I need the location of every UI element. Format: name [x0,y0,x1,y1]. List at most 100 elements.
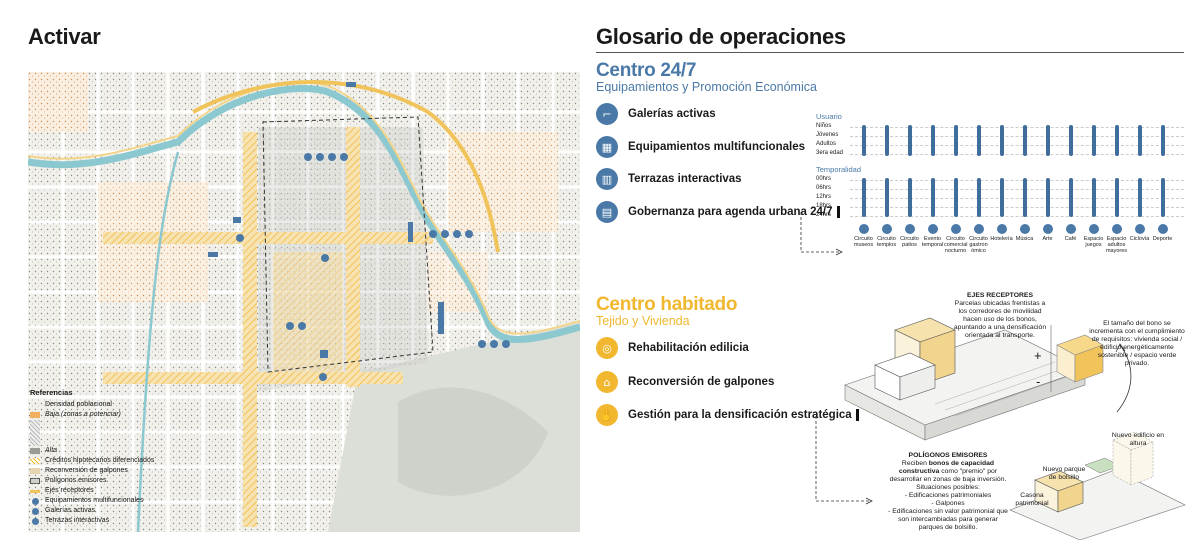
matrix-row-label: 18hrs [816,203,832,209]
matrix-row-label: Niños [816,123,832,129]
op-gobernanza[interactable]: ▤ Gobernanza para agenda urbana 24/7 [596,201,840,223]
column-icon [927,224,938,234]
matrix-gridline [850,154,1184,155]
matrix-column-label: Evento temporal [921,236,944,249]
section-subtitle-centro247: Equipamientos y Promoción Económica [596,80,817,94]
matrix-column-label: Arte [1042,236,1053,242]
op-label: Gobernanza para agenda urbana 24/7 [628,206,833,218]
matrix-bar-usuario [1160,125,1165,156]
matrix-bar-usuario [1068,125,1073,156]
label-casona: Casona patrimonial [1015,492,1049,508]
op-galpones[interactable]: ⌂ Reconversión de galpones [596,371,774,393]
building-icon: ▦ [596,136,618,158]
matrix-gridline [850,207,1184,208]
matrix-column-label: Circuito museos [853,236,874,249]
label-nuevo-parque: Nuevo parque de bolsillo [1042,466,1086,482]
poligonos-title: POLÍGONOS EMISORES [908,452,988,459]
matrix-bar-usuario [976,125,981,156]
matrix-column-label: Espacio adultos mayores [1105,236,1128,255]
matrix-bar-temporal [1160,178,1165,217]
matrix-row-label: Adultos [816,141,837,147]
matrix-bar-temporal [976,178,981,217]
column-icon [858,224,869,234]
map-legend: Referencias Densidad poblacional Baja (z… [30,388,180,526]
legend-item: Créditos hipotecarios diferenciados [45,456,155,464]
matrix-gridline [850,216,1184,217]
matrix-bar-usuario [1114,125,1119,156]
matrix-column-label: Café [1064,236,1077,242]
column-icon [1134,224,1145,234]
terrace-icon: ▥ [596,168,618,190]
glossary-title: Glosario de operaciones [596,24,846,49]
matrix-bar-temporal [999,178,1004,217]
poligonos-text: Reciben [901,460,927,468]
plus-sign: + [1034,348,1042,363]
ejes-receptores-note: EJES RECEPTORES Parcelas ubicadas frenti… [950,292,1050,340]
matrix-bar-temporal [861,178,866,217]
legend-item: Terrazas interactivas [45,516,110,524]
column-icon [1042,224,1053,234]
op-label: Reconversión de galpones [628,376,775,388]
matrix-bar-temporal [1022,178,1027,217]
matrix-bar-usuario [884,125,889,156]
rehab-icon: ◎ [596,337,618,359]
section-title-habitado: Centro habitado [596,294,738,315]
matrix-bar-temporal [1068,178,1073,217]
op-label: Rehabilitación edilicia [628,342,749,354]
legend-item: Equipamientos multifuncionales [45,496,144,504]
matrix-row-label: 00hrs [816,176,832,182]
label-nuevo-edificio: Nuevo edificio en altura [1111,432,1165,448]
op-galerias[interactable]: ⌐ Galerías activas [596,103,716,125]
matrix-bar-usuario [907,125,912,156]
matrix-bar-temporal [884,178,889,217]
legend-item: Densidad poblacional [45,400,112,408]
connector-line [800,212,843,256]
connector-line-2 [815,416,873,505]
matrix-bar-usuario [1091,125,1096,156]
matrix-column-label: Circuito comercial nocturno [944,236,968,255]
column-icon [996,224,1007,234]
city-map[interactable] [28,72,580,532]
legend-title: Referencias [30,388,73,397]
matrix-bar-usuario [1022,125,1027,156]
matrix-column-label: Música [1015,236,1034,242]
matrix-column-label: Circuito patios [900,236,919,249]
map-graphic [28,72,580,532]
column-icon [950,224,961,234]
ejes-title: EJES RECEPTORES [967,292,1033,299]
section-title-centro247: Centro 24/7 [596,60,697,81]
poligonos-text-2: como "premio" por desarrollar en zonas d… [889,468,1007,492]
column-icon [973,224,984,234]
matrix-bar-usuario [999,125,1004,156]
gallery-icon: ⌐ [596,103,618,125]
op-rehabilitacion[interactable]: ◎ Rehabilitación edilicia [596,337,749,359]
matrix-bar-usuario [1137,125,1142,156]
pointer-marker [855,409,859,421]
matrix-row-label: 06hrs [816,185,832,191]
op-equipamientos[interactable]: ▦ Equipamientos multifuncionales [596,136,805,158]
op-densificacion[interactable]: ✋ Gestión para la densificación estratég… [596,404,859,426]
matrix-row-label: 12hrs [816,194,832,200]
warehouse-icon: ⌂ [596,371,618,393]
matrix-bar-usuario [1045,125,1050,156]
bono-note: El tamaño del bono se incrementa con el … [1089,320,1185,368]
op-label: Terrazas interactivas [628,173,742,185]
op-label: Galerías activas [628,108,716,120]
matrix-column-label: Ciclovía [1129,236,1150,242]
matrix-bar-temporal [1114,178,1119,217]
matrix-gridline [850,180,1184,181]
densification-diagram [844,317,1186,540]
column-icon [1019,224,1030,234]
matrix-bar-temporal [907,178,912,217]
matrix-row-label: 24hrs [816,212,832,218]
matrix-row-label: Jóvenes [816,132,839,138]
matrix-row-label: 3era edad [816,150,844,156]
legend-item: Alta [45,446,58,454]
column-icon [1088,224,1099,234]
matrix-column-label: Espacio juegos [1083,236,1104,249]
column-icon [1157,224,1168,234]
matrix-column-label: Circuito templos [876,236,897,249]
matrix-bar-usuario [861,125,866,156]
op-terrazas[interactable]: ▥ Terrazas interactivas [596,168,742,190]
